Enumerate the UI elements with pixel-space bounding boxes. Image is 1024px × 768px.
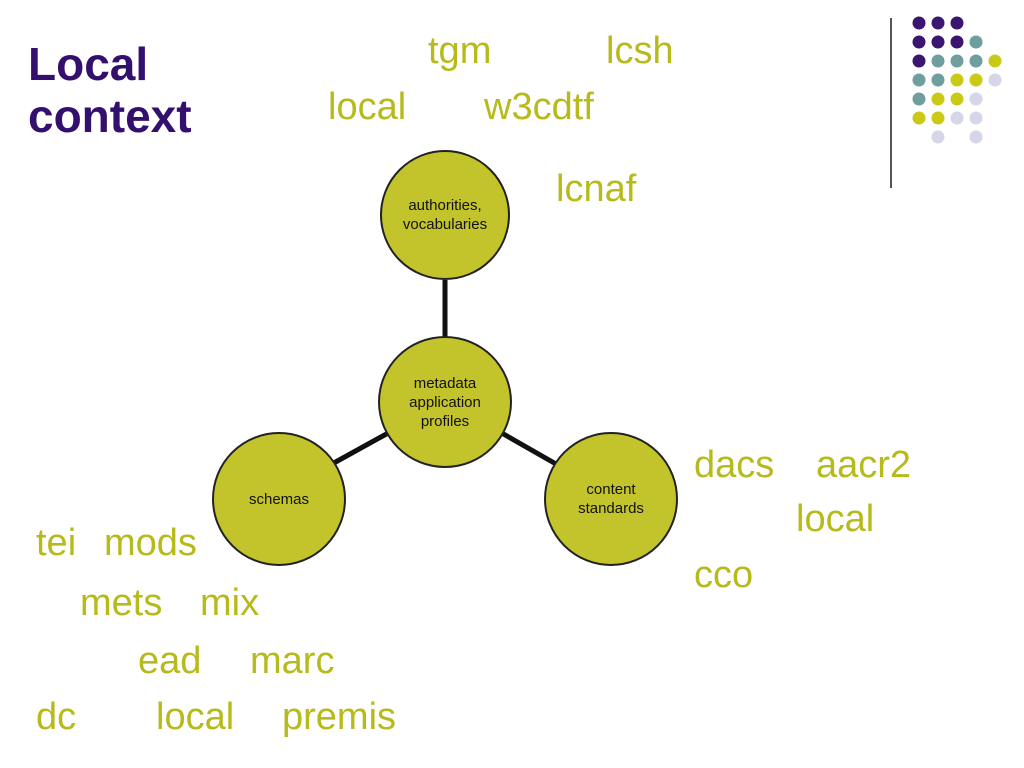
term-lcnaf: lcnaf xyxy=(556,168,637,210)
decorative-dot xyxy=(969,130,983,144)
term-tgm: tgm xyxy=(428,30,492,72)
decorative-dot xyxy=(950,73,964,87)
term-mets: mets xyxy=(80,582,163,624)
decorative-dot xyxy=(912,16,926,30)
title-line-2: context xyxy=(28,90,192,142)
decorative-dot xyxy=(950,111,964,125)
node-schemas: schemas xyxy=(212,432,346,566)
connector-center-right xyxy=(498,429,558,467)
decorative-dot xyxy=(950,35,964,49)
decorative-dot xyxy=(931,111,945,125)
decorative-dot xyxy=(931,92,945,106)
term-mix: mix xyxy=(200,582,260,624)
decorative-dot xyxy=(950,54,964,68)
term-local-vocab: local xyxy=(328,86,407,128)
decorative-dot xyxy=(912,54,926,68)
decorative-dot xyxy=(988,54,1002,68)
decorative-dot xyxy=(969,35,983,49)
term-ead: ead xyxy=(138,640,202,682)
decorative-dot xyxy=(969,73,983,87)
term-marc: marc xyxy=(250,640,335,682)
decorative-dot xyxy=(950,16,964,30)
term-dc: dc xyxy=(36,696,77,738)
decorative-dot xyxy=(912,35,926,49)
decorative-dot xyxy=(931,130,945,144)
term-aacr2: aacr2 xyxy=(816,444,912,486)
decorative-dot xyxy=(969,54,983,68)
term-tei: tei xyxy=(36,522,77,564)
term-mods: mods xyxy=(104,522,197,564)
title-line-1: Local xyxy=(28,38,149,90)
term-lcsh: lcsh xyxy=(606,30,674,72)
connector-center-left xyxy=(330,429,392,467)
slide-title: Local context xyxy=(28,38,192,142)
term-w3cdtf: w3cdtf xyxy=(484,86,594,128)
decorative-dot xyxy=(969,92,983,106)
decorative-dot xyxy=(912,111,926,125)
term-local-content: local xyxy=(796,498,875,540)
decorative-dot xyxy=(912,92,926,106)
decorative-dot xyxy=(969,111,983,125)
decorative-dot xyxy=(988,73,1002,87)
decorative-dot xyxy=(931,54,945,68)
node-authorities-vocabularies: authorities, vocabularies xyxy=(380,150,510,280)
node-content-standards: content standards xyxy=(544,432,678,566)
decorative-dot xyxy=(931,35,945,49)
decorative-dot xyxy=(950,92,964,106)
term-premis: premis xyxy=(282,696,397,738)
term-dacs: dacs xyxy=(694,444,775,486)
term-cco: cco xyxy=(694,554,754,596)
decorative-dot xyxy=(931,73,945,87)
node-metadata-application-profiles: metadata application profiles xyxy=(378,336,512,468)
term-local-schemas: local xyxy=(156,696,235,738)
decorative-dot xyxy=(912,73,926,87)
decorative-divider xyxy=(890,18,892,188)
decorative-dot xyxy=(931,16,945,30)
decorative-dot-grid xyxy=(912,16,1002,144)
